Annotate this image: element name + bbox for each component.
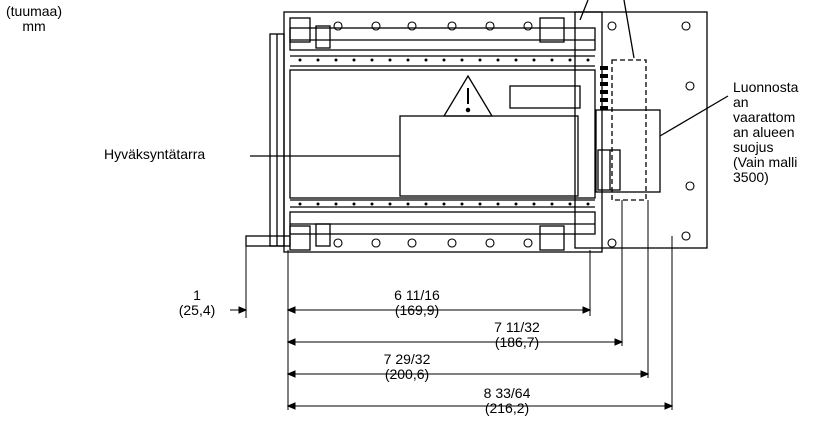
barrier-line: vaarattom [733,109,796,125]
barrier-outline [611,59,647,201]
dimension-mm: (200,6) [384,366,430,382]
barrier-callout: Luonnosta an vaarattom an alueen suojus … [733,80,817,185]
dimension-3: 7 11/32 (186,7) [457,320,577,350]
units-mm-label: mm [22,18,46,34]
dimension-mm: (169,9) [394,302,440,318]
units-inch-label: (tuumaa) [5,3,63,19]
bottom-rail [289,211,596,235]
barrier-line: Luonnosta [733,79,799,95]
dimension-inch: 7 29/32 [383,351,431,367]
dimension-inch: 6 11/16 [394,287,440,303]
dimension-1: 1 (25,4) [137,288,257,318]
barrier-line: 3500) [733,169,769,185]
dimension-4: 7 29/32 (200,6) [347,352,467,382]
nameplate [509,85,581,109]
approval-label: Hyväksyntätarra [104,146,206,162]
mounting-plate [574,11,708,249]
dimension-inch: 8 33/64 [483,385,531,401]
dimension-mm: (186,7) [494,334,540,350]
barrier-line: an [733,94,749,110]
dimension-2: 6 11/16 (169,9) [357,288,477,318]
enclosure-body [283,11,603,253]
dimension-mm: (25,4) [178,302,216,318]
barrier-line: (Vain malli [733,154,798,170]
dimension-inch: 1 [193,287,201,303]
connector-block [595,109,661,193]
top-rail [289,27,596,51]
approval-label-area [399,115,579,197]
module-body [289,69,596,199]
barrier-line: an alueen [733,124,795,140]
barrier-line: suojus [733,139,774,155]
dimension-mm: (216,2) [484,400,530,416]
dimension-5: 8 33/64 (216,2) [447,386,567,416]
dimension-inch: 7 11/32 [494,319,540,335]
warning-triangle [442,74,494,117]
